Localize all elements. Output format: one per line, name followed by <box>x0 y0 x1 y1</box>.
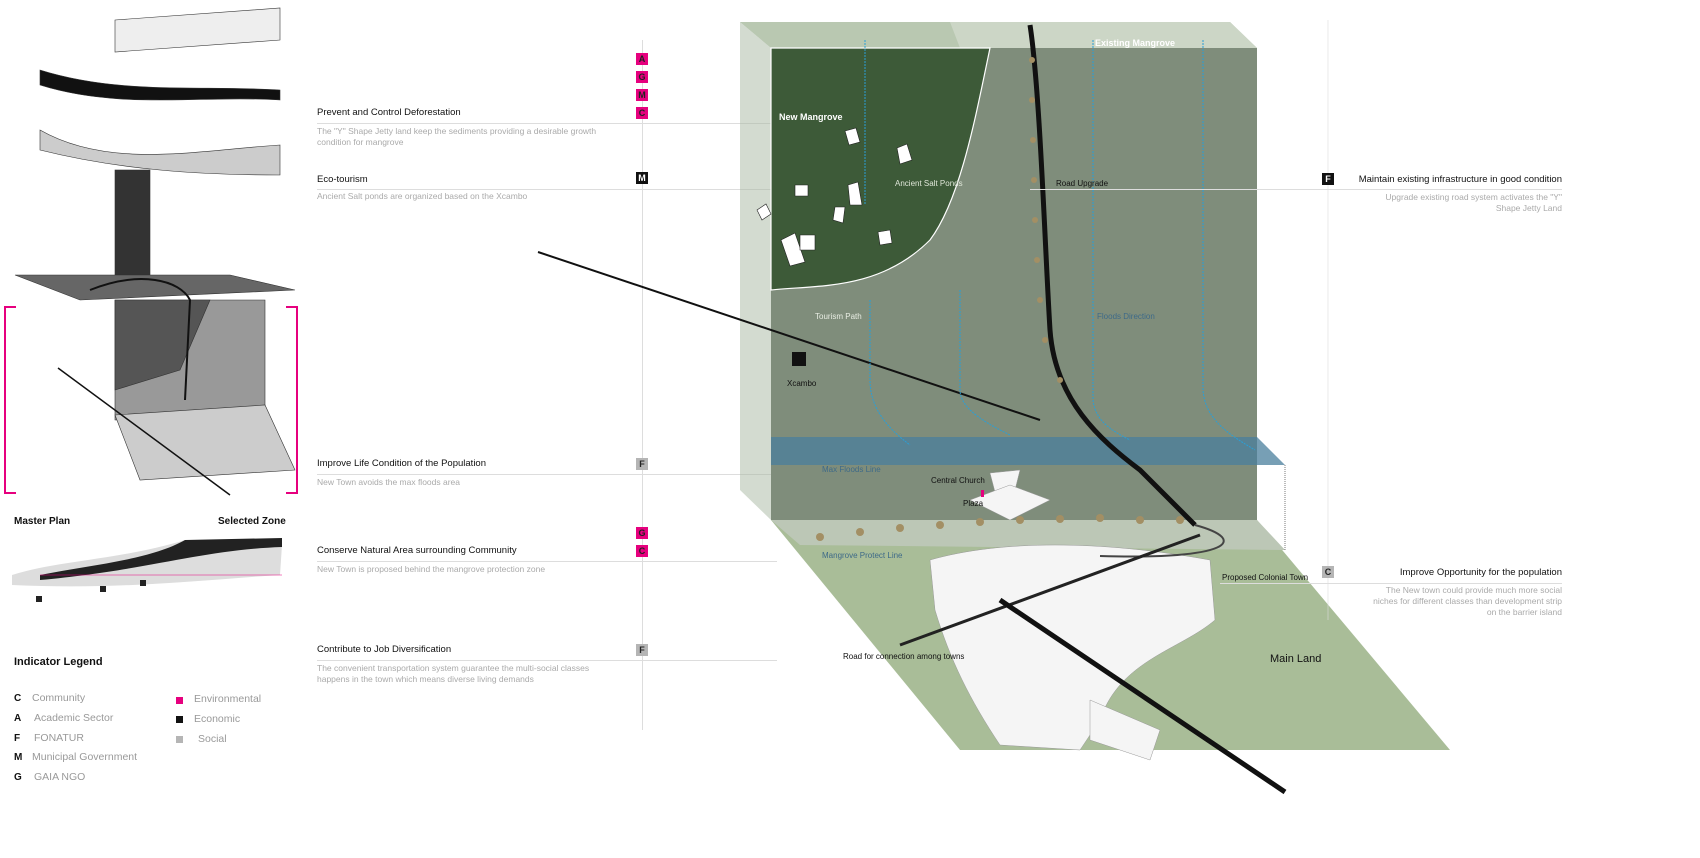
connection-road-south <box>998 597 1287 795</box>
legend-label: FONATUR <box>34 732 84 744</box>
social-swatch <box>176 736 183 743</box>
legend-label: Community <box>32 692 86 704</box>
label-main-land: Main Land <box>1270 653 1321 665</box>
connection-road <box>899 533 1201 647</box>
badge-f: F <box>636 458 648 470</box>
badge-c: C <box>636 545 648 557</box>
label-proposed-colonial-town: Proposed Colonial Town <box>1222 573 1308 582</box>
legend-label: GAIA NGO <box>34 771 86 783</box>
label-central-church: Central Church <box>931 476 985 485</box>
selected-zone-label: Selected Zone <box>218 516 286 527</box>
strategy-title: Maintain existing infrastructure in good… <box>1358 174 1562 185</box>
legend-letter: G <box>14 772 22 783</box>
legend-letter: A <box>14 713 22 724</box>
economic-swatch <box>176 716 183 723</box>
badge-g: G <box>636 527 648 539</box>
legend-letter: M <box>14 752 23 763</box>
strategy-desc: The "Y" Shape Jetty land keep the sedime… <box>317 126 597 147</box>
new-mangrove-area <box>770 47 991 291</box>
legend-title: Indicator Legend <box>14 656 103 668</box>
label-xcambo: Xcambo <box>787 379 817 388</box>
strategy-title: Eco-tourism <box>317 174 368 185</box>
divider <box>317 189 777 190</box>
section-cut-line <box>537 251 1041 421</box>
badge-a: A <box>636 53 648 65</box>
tree-row <box>816 57 1184 541</box>
layer-stack <box>14 7 296 496</box>
site-left-face <box>740 22 771 520</box>
flood-direction-arrows <box>864 40 1256 451</box>
strategy-desc: The convenient transportation system gua… <box>317 663 590 684</box>
divider <box>317 660 777 661</box>
road <box>1027 24 1197 527</box>
xcambo-marker <box>792 352 806 366</box>
strategy-title: Improve Opportunity for the population <box>1399 567 1562 578</box>
divider <box>1030 189 1562 190</box>
selection-bracket-right <box>286 306 298 494</box>
strategy-desc: New Town is proposed behind the mangrove… <box>317 564 546 574</box>
existing-mangrove-strip <box>950 22 1257 48</box>
exploded-axonometric-diagram <box>4 7 298 602</box>
label-tourism-path: Tourism Path <box>815 312 862 321</box>
flood-band <box>771 437 1285 465</box>
legend-label: Academic Sector <box>34 712 114 724</box>
label-existing-mangrove: Existing Mangrove <box>1095 38 1175 48</box>
environmental-swatch <box>176 697 183 704</box>
legend-label: Economic <box>194 713 241 725</box>
badge-m: M <box>636 172 648 184</box>
badge-f: F <box>1322 173 1334 185</box>
label-max-floods-line: Max Floods Line <box>822 465 881 474</box>
indicator-axis-line <box>642 40 643 730</box>
divider <box>1220 583 1562 584</box>
divider <box>317 474 777 475</box>
label-plaza: Plaza <box>963 499 984 508</box>
label-ancient-salt-ponds: Ancient Salt Ponds <box>895 179 963 188</box>
legend-letter: C <box>14 693 22 704</box>
strategy-desc: Ancient Salt ponds are organized based o… <box>317 191 528 201</box>
strategy-title: Improve Life Condition of the Population <box>317 458 486 469</box>
label-floods-direction: Floods Direction <box>1097 312 1155 321</box>
master-plan-label: Master Plan <box>14 516 71 527</box>
label-road-connection: Road for connection among towns <box>843 652 964 661</box>
badge-g: G <box>636 71 648 83</box>
legend-label: Environmental <box>194 693 262 705</box>
strategy-title: Prevent and Control Deforestation <box>317 107 461 118</box>
badge-m: M <box>636 89 648 101</box>
legend-label: Municipal Government <box>32 751 138 763</box>
divider <box>317 561 777 562</box>
strategy-desc: New Town avoids the max floods area <box>317 477 461 487</box>
master-plan-map <box>12 538 282 602</box>
strategy-title: Contribute to Job Diversification <box>317 644 452 655</box>
legend-letter: F <box>14 733 21 744</box>
plaza-marker <box>981 490 984 497</box>
badge-c: C <box>636 107 648 119</box>
label-road-upgrade: Road Upgrade <box>1056 179 1109 188</box>
salt-ponds <box>756 127 913 267</box>
label-new-mangrove: New Mangrove <box>779 112 843 122</box>
legend-label: Social <box>198 733 227 745</box>
divider <box>317 123 777 124</box>
strategy-desc: Upgrade existing road system activates t… <box>1385 192 1562 213</box>
strategy-desc: The New town could provide much more soc… <box>1373 585 1562 617</box>
badge-f: F <box>636 644 648 656</box>
badge-c: C <box>1322 566 1334 578</box>
selection-bracket-left <box>4 306 16 494</box>
label-mangrove-protect-line: Mangrove Protect Line <box>822 551 903 560</box>
strategy-title: Conserve Natural Area surrounding Commun… <box>317 545 517 556</box>
